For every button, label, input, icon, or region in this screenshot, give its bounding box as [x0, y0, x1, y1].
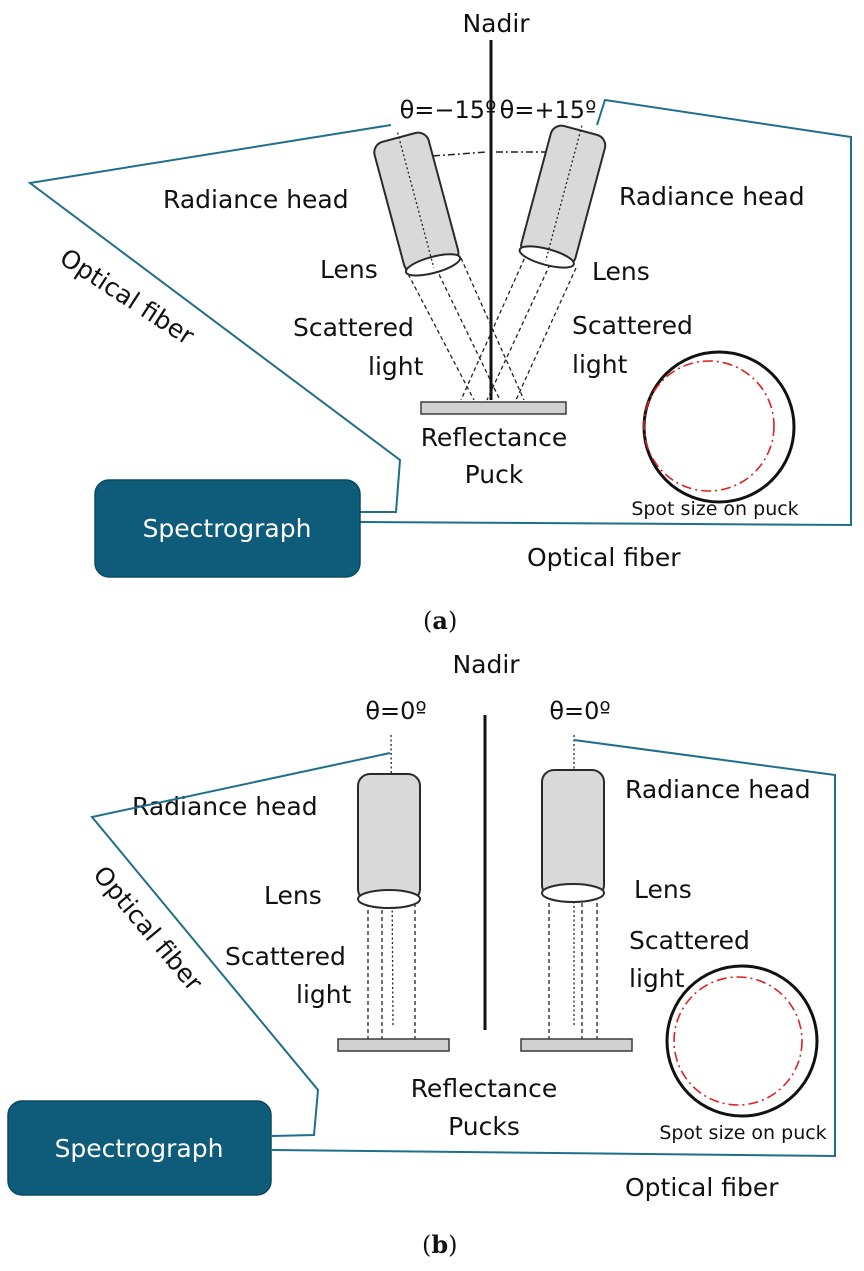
- radiance-head-left-label-b: Radiance head: [132, 792, 318, 821]
- pucks-label-line1-b: Reflectance: [411, 1074, 558, 1103]
- radiance-head-left-a: [373, 131, 462, 277]
- optical-fiber-left-b: [90, 752, 391, 1137]
- spectrograph-label-b: Spectrograph: [55, 1134, 224, 1163]
- theta-left-label-b: θ=0º: [365, 697, 426, 725]
- radiance-head-right-b: [541, 735, 605, 1026]
- theta-right-label: θ=+15º: [500, 96, 597, 124]
- reflectance-puck-left-b: [337, 1038, 450, 1052]
- lens-left-label-a: Lens: [320, 255, 378, 284]
- caption-b: (b): [422, 1230, 458, 1259]
- scattered-right-label-a: Scattered: [572, 311, 693, 340]
- panel-b: Nadir θ=0º θ=0º Radiance head: [7, 650, 836, 1259]
- lens-right-label-a: Lens: [592, 257, 650, 286]
- spectrograph-label-a: Spectrograph: [143, 514, 312, 543]
- lens-left-b: [357, 889, 421, 909]
- optical-fiber-bottom-label-a: Optical fiber: [527, 543, 681, 572]
- optical-fiber-bottom-label-b: Optical fiber: [625, 1173, 779, 1202]
- optical-fiber-right-b: [271, 739, 836, 1158]
- puck-label-line1-a: Reflectance: [421, 423, 568, 452]
- panel-a: Nadir θ=−15º θ=+15º: [27, 9, 852, 635]
- reflectance-puck-right-b: [520, 1038, 633, 1052]
- radiance-head-right-label-a: Radiance head: [619, 182, 805, 211]
- radiance-head-left-label-a: Radiance head: [163, 185, 349, 214]
- theta-left-label: θ=−15º: [400, 96, 497, 124]
- light-right-label-a: light: [572, 350, 628, 379]
- lens-right-b: [541, 883, 605, 903]
- radiance-head-right-label-b: Radiance head: [625, 775, 811, 804]
- light-left-label-b: light: [296, 980, 352, 1009]
- light-left-label-a: light: [368, 352, 424, 381]
- optical-fiber-left-a: [27, 124, 402, 513]
- lens-left-label-b: Lens: [264, 881, 322, 910]
- puck-label-line2-a: Puck: [465, 460, 524, 489]
- light-right-label-b: light: [629, 964, 685, 993]
- optical-fiber-right-a: [359, 98, 852, 527]
- scattered-right-label-b: Scattered: [629, 926, 750, 955]
- pucks-label-line2-b: Pucks: [448, 1112, 520, 1141]
- theta-right-label-b: θ=0º: [549, 697, 610, 725]
- nadir-label-b: Nadir: [452, 650, 520, 679]
- caption-a: (a): [423, 606, 457, 635]
- spot-inner-circle-a: [643, 360, 775, 492]
- optical-fiber-left-label-b: Optical fiber: [87, 860, 208, 997]
- scattered-light-rays-b: [367, 903, 598, 1040]
- spot-inner-circle-b: [673, 976, 803, 1106]
- reflectance-puck-a: [420, 401, 567, 415]
- nadir-label: Nadir: [462, 9, 530, 38]
- lens-right-label-b: Lens: [634, 875, 692, 904]
- spectrograph-box-a: [94, 479, 361, 578]
- scattered-left-label-a: Scattered: [293, 313, 414, 342]
- scattered-left-label-b: Scattered: [225, 942, 346, 971]
- spot-outer-circle-a: [642, 350, 796, 504]
- spot-caption-b: Spot size on puck: [659, 1122, 826, 1144]
- radiance-head-right-a: [518, 124, 607, 269]
- radiance-head-left-b: [357, 734, 421, 1027]
- spot-caption-a: Spot size on puck: [631, 498, 798, 520]
- optical-fiber-left-label-a: Optical fiber: [55, 243, 200, 351]
- spot-outer-circle-b: [665, 964, 819, 1118]
- spectrograph-box-b: [7, 1100, 272, 1196]
- scattered-light-rays-a: [404, 245, 577, 401]
